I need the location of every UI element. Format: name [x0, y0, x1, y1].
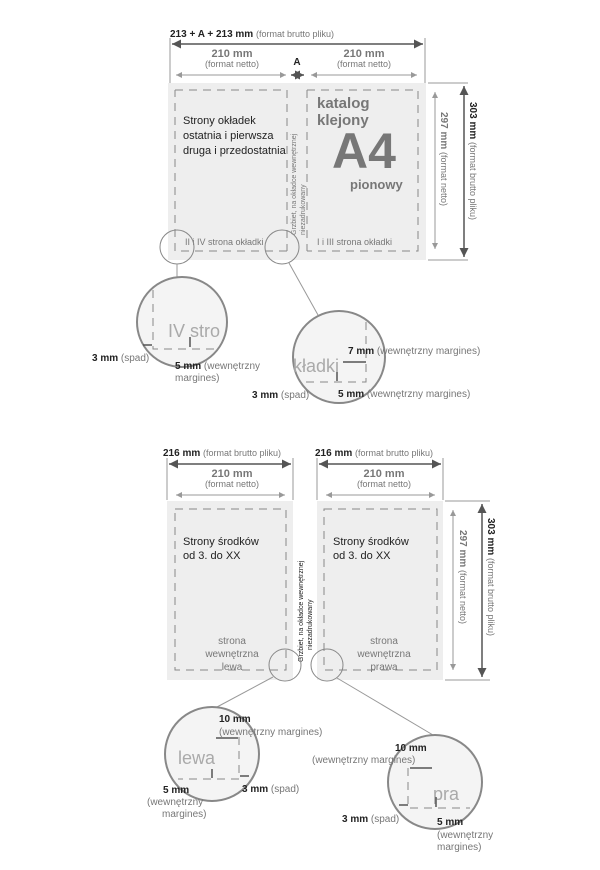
spine-width-label: A [293, 57, 300, 68]
svg-text:IV stro: IV stro [168, 321, 220, 341]
left-page [167, 501, 293, 680]
svg-text:pra: pra [433, 784, 460, 804]
zoom-detail-left-page: lewa [164, 706, 260, 802]
netto-right-label: 210 mm [364, 468, 405, 480]
netto-right-label: 210 mm [344, 48, 385, 60]
netto-note: (format netto) [357, 479, 411, 489]
cover-sheet [168, 83, 426, 260]
back-cover-label: II i IV strona okładki [185, 237, 264, 247]
total-width-label: 213 + A + 213 mm (format brutto pliku) [170, 29, 334, 40]
format-a4: A4 [332, 123, 396, 179]
zoom-marker-spine [264, 229, 300, 265]
netto-note: (format netto) [205, 59, 259, 69]
svg-text:kładki: kładki [293, 356, 339, 376]
height-gross-label: 303 mm (format brutto pliku) [485, 518, 496, 636]
gross-right-label: 216 mm (format brutto pliku) [315, 448, 433, 459]
netto-left-label: 210 mm [212, 48, 253, 60]
height-net-label: 297 mm (format netto) [457, 530, 468, 624]
bleed-label-2: 3 mm (spad) [252, 390, 309, 401]
margin-7-label: 7 mm (wewnętrzny margines) [348, 346, 480, 357]
zoom-marker-right [310, 648, 344, 682]
gross-left-label: 216 mm (format brutto pliku) [163, 448, 281, 459]
margin-note: (wewnętrzny margines) [219, 727, 322, 738]
margin-5-label-2: 5 mm (wewnętrzny margines) [338, 389, 470, 400]
front-cover-label: I i III strona okładki [317, 237, 392, 247]
right-page [317, 501, 443, 680]
margin-10-label: 10 mm [219, 714, 251, 725]
zoom-detail-left: IV stro [136, 276, 228, 368]
inner-pages-spread: 216 mm (format brutto pliku) 216 mm (for… [147, 448, 496, 853]
height-net-label: 297 mm (format netto) [438, 112, 449, 206]
zoom-marker-left [268, 648, 302, 682]
bleed-label: 3 mm (spad) [92, 353, 149, 364]
height-gross-label: 303 mm (format brutto pliku) [467, 102, 478, 220]
orientation-label: pionowy [350, 177, 403, 192]
cover-spread: 213 + A + 213 mm (format brutto pliku) 2… [92, 29, 480, 404]
netto-left-label: 210 mm [212, 468, 253, 480]
netto-note: (format netto) [337, 59, 391, 69]
margin-note-2: (wewnętrzny margines) [312, 755, 415, 766]
svg-text:lewa: lewa [178, 748, 216, 768]
safe-area [174, 89, 419, 252]
zoom-detail-spine: kładki [292, 310, 386, 404]
zoom-detail-right-page: pra [387, 734, 483, 830]
margin-10-label-2: 10 mm [395, 743, 427, 754]
bleed-label: 3 mm (spad) [242, 784, 299, 795]
netto-note: (format netto) [205, 479, 259, 489]
bleed-label-2: 3 mm (spad) [342, 814, 399, 825]
